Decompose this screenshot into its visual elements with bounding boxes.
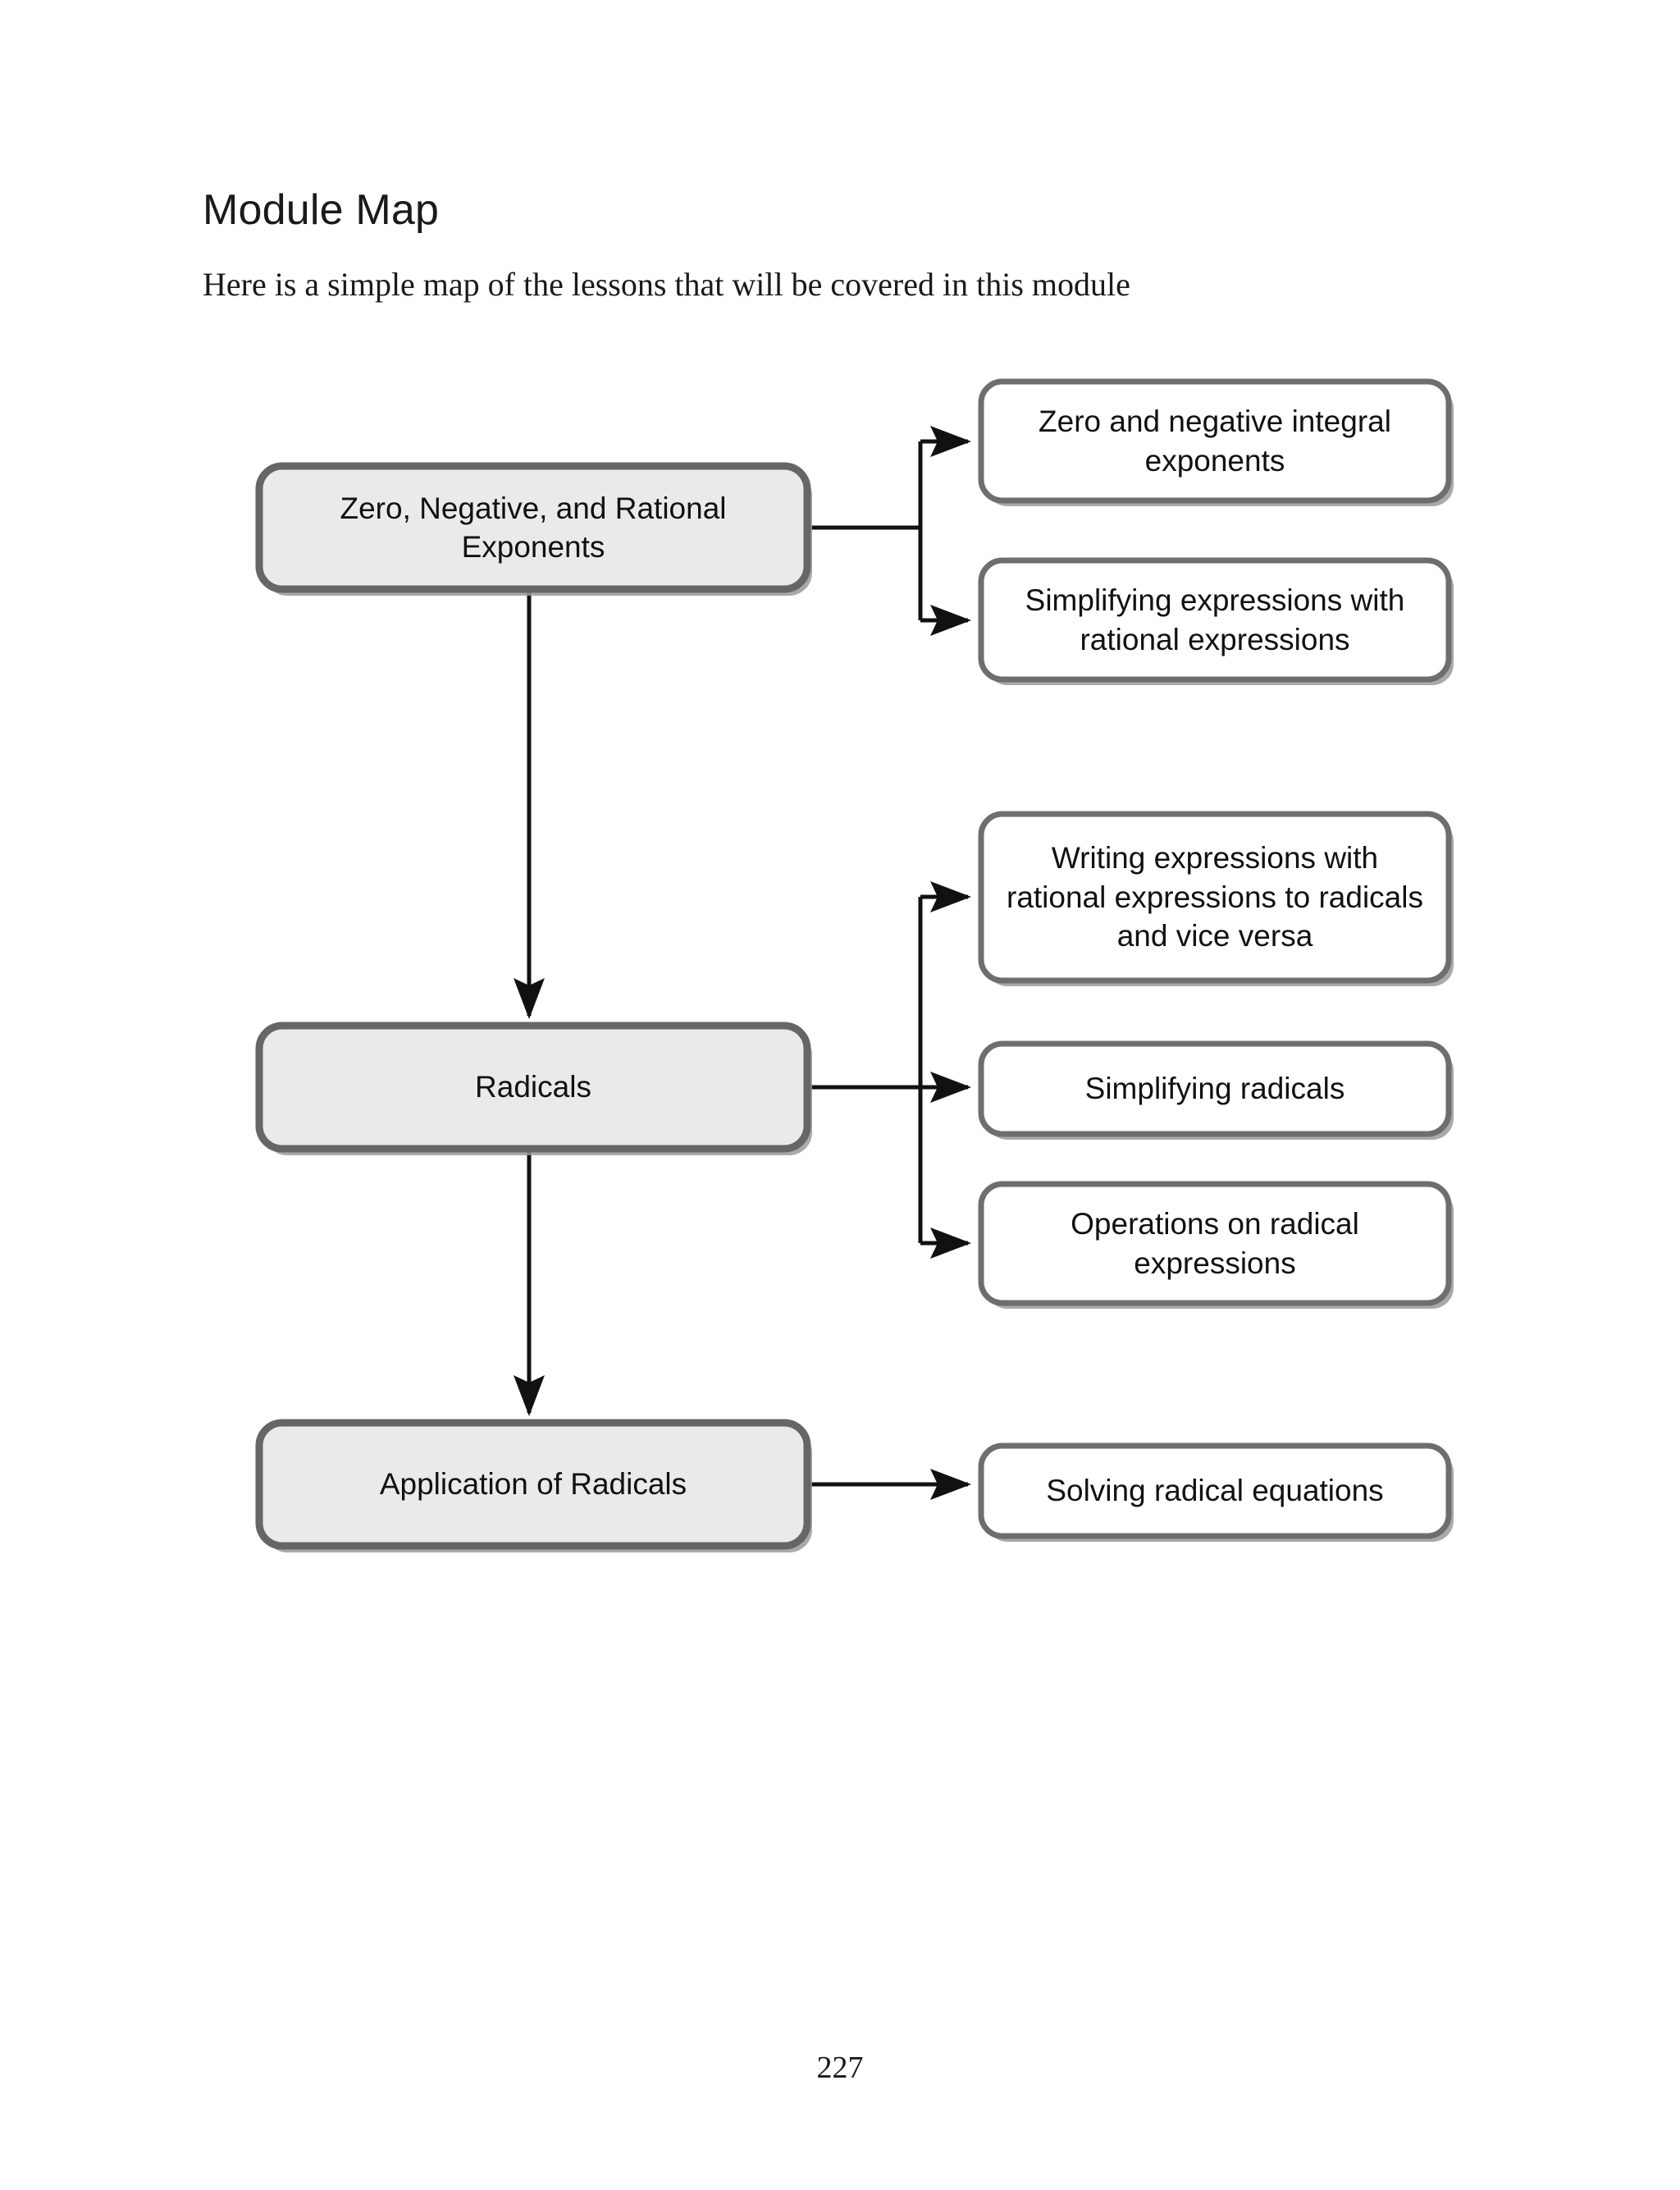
node-box-zero-negative-integral [978, 378, 1452, 504]
page-title: Module Map [203, 186, 440, 234]
connector-group [514, 426, 972, 1500]
node-box-exponents [255, 462, 811, 593]
page-number: 227 [816, 2051, 864, 2085]
main-nodes [255, 462, 811, 1550]
node-box-operations-radical [978, 1181, 1452, 1306]
node-box-application [255, 1419, 811, 1550]
node-box-radicals [255, 1022, 811, 1153]
node-box-simplifying-radicals [978, 1040, 1452, 1137]
intro-paragraph: Here is a simple map of the lessons that… [203, 266, 1130, 303]
node-box-writing-expressions [978, 811, 1452, 984]
node-box-simplifying-rational [978, 557, 1452, 683]
node-box-solving-radical-equations [978, 1442, 1452, 1539]
leaf-nodes [978, 378, 1452, 1539]
